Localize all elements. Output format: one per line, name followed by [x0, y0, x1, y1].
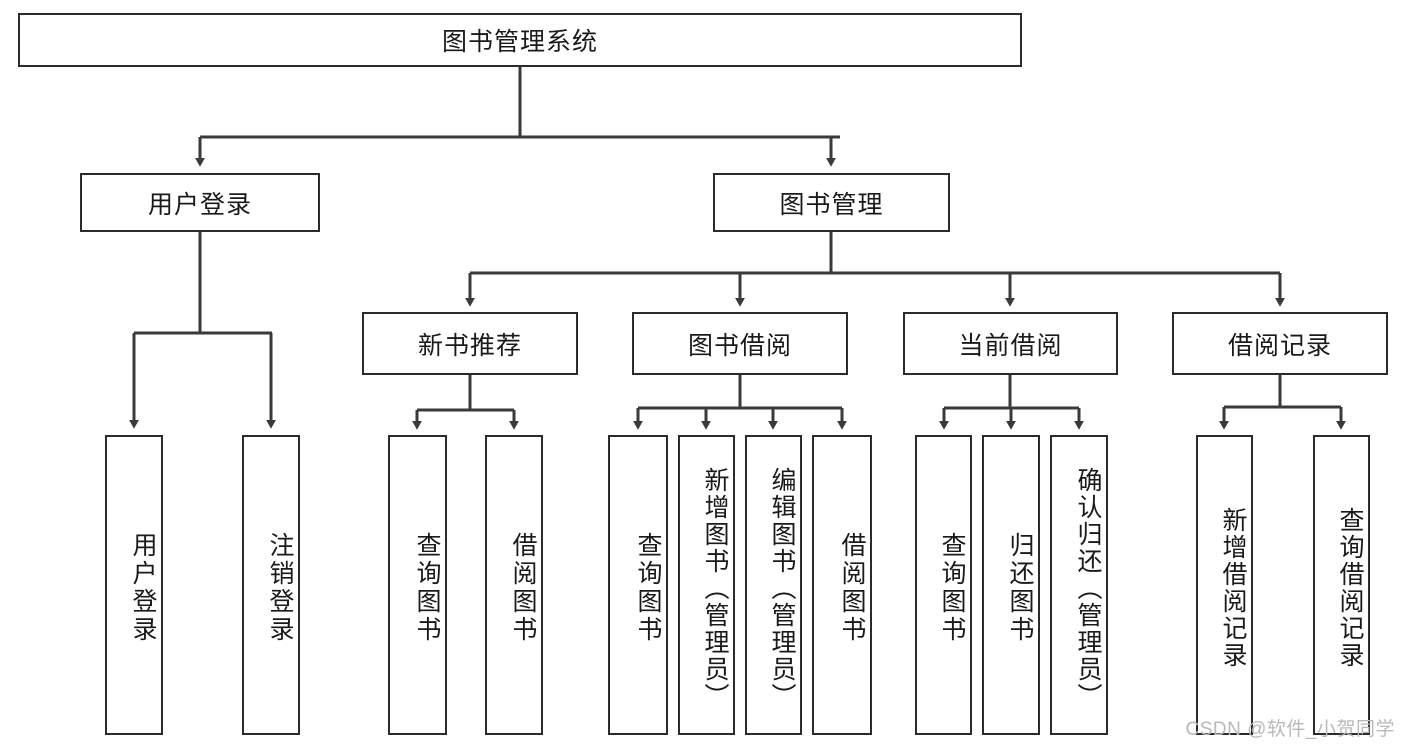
node-book-management[interactable]: 图书管理 — [713, 173, 950, 232]
node-label: 查询图书 — [413, 532, 441, 644]
node-label: 当前借阅 — [958, 331, 1063, 360]
node-label: 用户登录 — [147, 190, 252, 219]
leaf-borrow-query-book[interactable]: 查询图书 — [608, 435, 668, 735]
node-label: 归还图书 — [1006, 532, 1034, 644]
leaf-borrow-borrow-book[interactable]: 借阅图书 — [812, 435, 872, 735]
leaf-current-return-book[interactable]: 归还图书 — [982, 435, 1040, 735]
node-label: 查询图书 — [938, 532, 966, 644]
node-label: 用户登录 — [129, 532, 157, 644]
node-label: 借阅图书 — [509, 532, 537, 644]
leaf-current-confirm-return-admin[interactable]: 确认归还（管理员） — [1050, 435, 1108, 735]
node-label: 注销登录 — [266, 532, 294, 644]
node-label: 图书管理 — [779, 190, 884, 219]
leaf-logout[interactable]: 注销登录 — [242, 435, 300, 735]
leaf-borrow-edit-book-admin[interactable]: 编辑图书（管理员） — [745, 435, 802, 735]
node-label: 新增图书（管理员） — [701, 466, 729, 710]
node-label: 查询图书 — [634, 532, 662, 644]
node-label: 编辑图书（管理员） — [768, 466, 796, 710]
node-label: 新书推荐 — [417, 331, 522, 360]
node-borrow-records[interactable]: 借阅记录 — [1172, 312, 1388, 375]
leaf-newbook-query-book[interactable]: 查询图书 — [388, 435, 447, 735]
node-current-borrow[interactable]: 当前借阅 — [903, 312, 1118, 375]
node-label: 借阅记录 — [1227, 331, 1332, 360]
leaf-records-query-record[interactable]: 查询借阅记录 — [1313, 435, 1370, 735]
node-label: 借阅图书 — [838, 532, 866, 644]
node-label: 新增借阅记录 — [1219, 507, 1247, 669]
leaf-borrow-add-book-admin[interactable]: 新增图书（管理员） — [678, 435, 735, 735]
node-label: 图书借阅 — [687, 331, 792, 360]
node-book-borrow[interactable]: 图书借阅 — [632, 312, 848, 375]
node-label: 查询借阅记录 — [1336, 507, 1364, 669]
node-new-book-recommend[interactable]: 新书推荐 — [362, 312, 578, 375]
leaf-current-query-book[interactable]: 查询图书 — [915, 435, 972, 735]
leaf-newbook-borrow-book[interactable]: 借阅图书 — [485, 435, 543, 735]
leaf-records-add-record[interactable]: 新增借阅记录 — [1196, 435, 1253, 735]
node-label: 确认归还（管理员） — [1074, 466, 1102, 710]
node-user-login[interactable]: 用户登录 — [80, 173, 320, 232]
node-root[interactable]: 图书管理系统 — [18, 13, 1022, 67]
node-label: 图书管理系统 — [441, 28, 598, 56]
csdn-watermark: CSDN @软件_小贺同学 — [1185, 719, 1395, 740]
leaf-user-login[interactable]: 用户登录 — [105, 435, 163, 735]
